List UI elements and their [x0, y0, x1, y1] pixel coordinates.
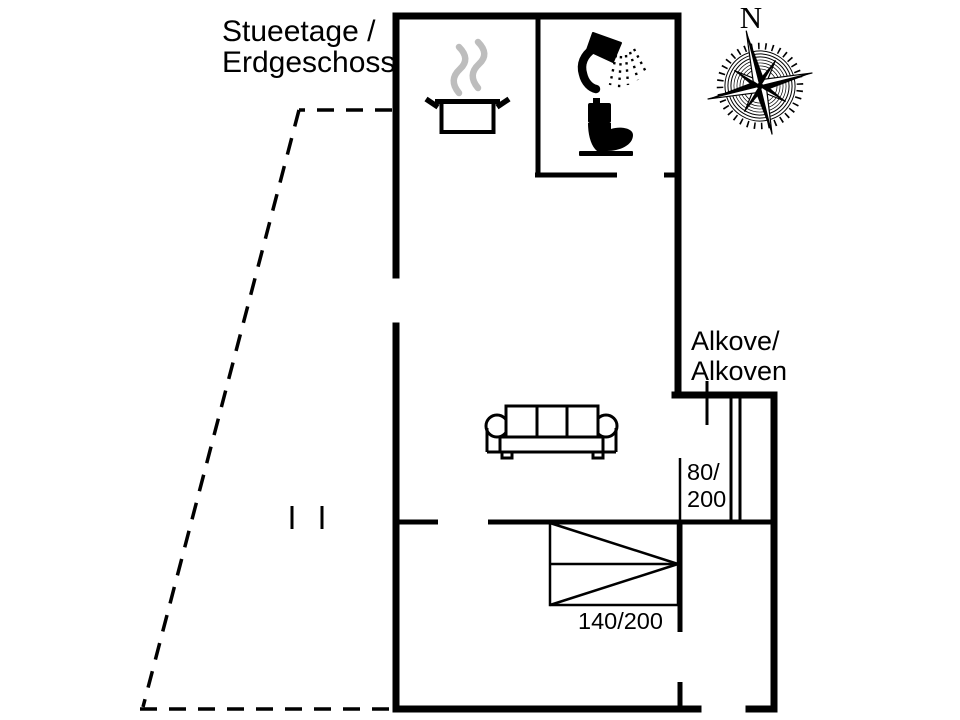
alcove-bed-lines	[729, 397, 742, 520]
sofa-icon	[484, 404, 619, 460]
compass-point-west	[707, 82, 762, 100]
toilet-tank	[588, 103, 611, 123]
sofa-foot-left	[500, 450, 514, 460]
compass-center-dot	[756, 82, 764, 90]
shower-head	[586, 32, 622, 63]
terrace-dashed-outline	[140, 108, 392, 711]
terrace-tick-marks	[290, 506, 324, 529]
toilet-icon	[579, 98, 633, 156]
steam-wisp-left	[450, 43, 469, 97]
steam-wisp-right	[469, 38, 488, 92]
floor-title-line1: Stueetage /	[222, 15, 376, 48]
compass-rose-icon	[707, 30, 813, 135]
alcove-label-line2: Alkoven	[691, 356, 787, 386]
compass-point-north	[745, 30, 764, 88]
compass-point-south	[756, 84, 773, 135]
pot-handle-right	[495, 96, 511, 110]
sofa-seat	[498, 435, 605, 454]
walls-outer	[392, 12, 778, 713]
sofa-foot-right	[591, 450, 605, 460]
double-bed-icon	[548, 521, 680, 607]
pot-handle-left	[424, 96, 440, 110]
bed-diagonal-top	[549, 521, 679, 566]
alcove-label-line1: Alkove/	[691, 326, 780, 356]
compass-point-east	[758, 72, 813, 90]
pot-body	[439, 99, 496, 134]
cooking-pot-icon	[424, 38, 511, 134]
terrace-line-diagonal	[141, 109, 301, 708]
toilet-button	[593, 98, 600, 103]
bed-size-label: 140/200	[578, 608, 663, 634]
shower-arm	[577, 44, 601, 94]
shower-spray	[608, 48, 649, 89]
alcove-bed-size-line1: 80/	[687, 459, 720, 485]
floor-title-line2: Erdgeschoss	[222, 46, 395, 79]
compass-north-label: N	[740, 0, 762, 35]
alcove-bed-size-line2: 200	[687, 486, 726, 512]
toilet-base	[579, 151, 633, 156]
bed-diagonal-bottom	[549, 562, 679, 607]
toilet-bowl	[588, 123, 633, 151]
sofa-back-cushions	[504, 404, 600, 441]
shower-icon	[577, 32, 649, 94]
